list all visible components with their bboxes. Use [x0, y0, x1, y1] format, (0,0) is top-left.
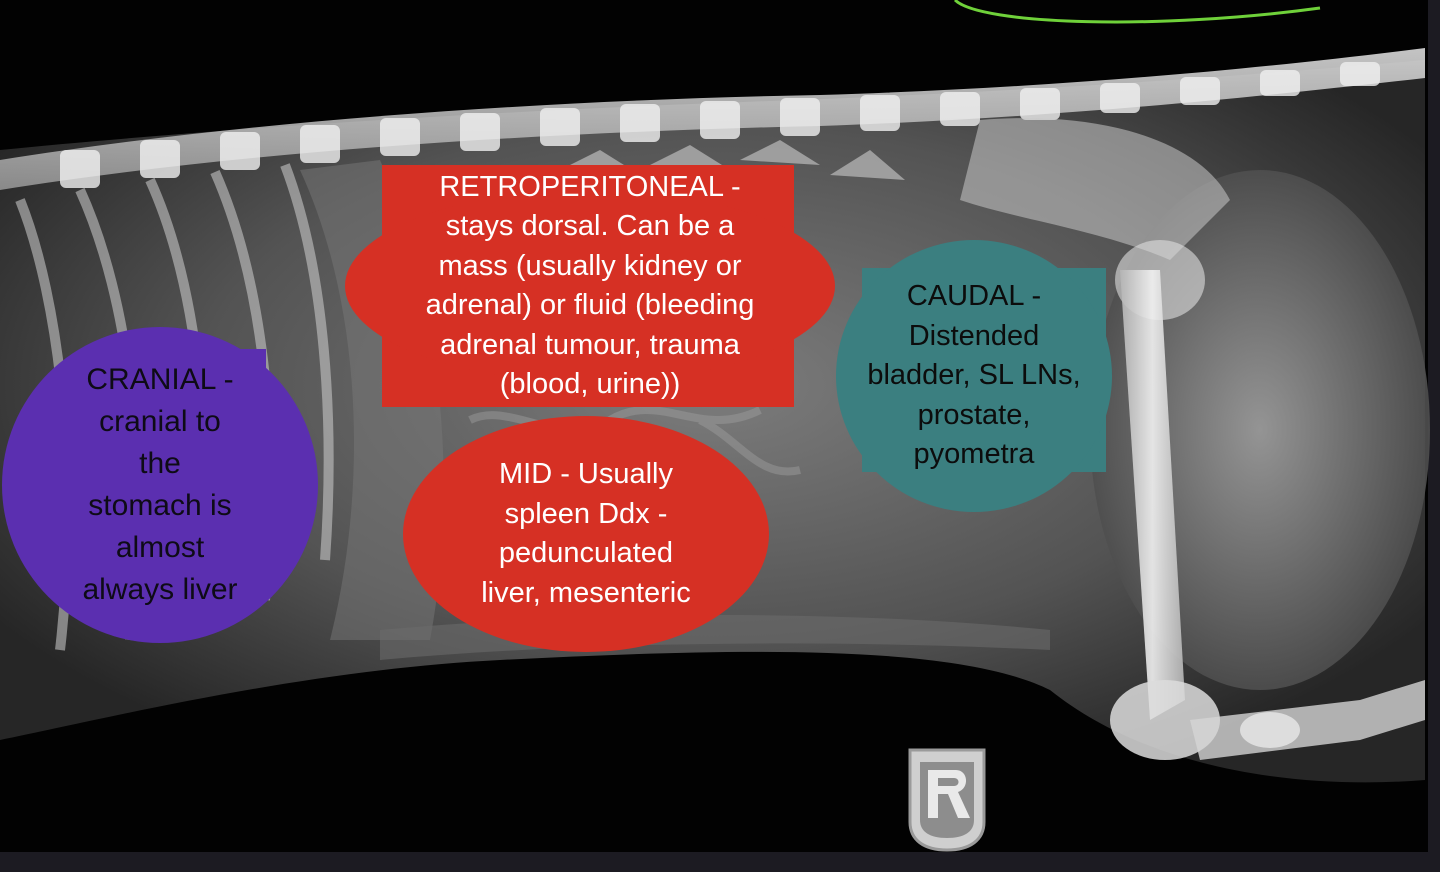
- retroperitoneal-line: (blood, urine)): [499, 368, 681, 400]
- mid-text: MID - Usually spleen Ddx - pedunculated …: [481, 455, 691, 613]
- caudal-text: CAUDAL - Distended bladder, SL LNs, pros…: [867, 277, 1080, 475]
- caudal-line: prostate,: [917, 398, 1031, 431]
- retroperitoneal-text: RETROPERITONEAL - stays dorsal. Can be a…: [426, 168, 755, 405]
- cranial-line: always liver: [82, 573, 238, 606]
- retroperitoneal-line: adrenal) or fluid (bleeding: [425, 289, 755, 321]
- cranial-text: CRANIAL - cranial to the stomach is almo…: [82, 359, 237, 611]
- cranial-line: almost: [115, 531, 205, 564]
- cranial-line: stomach is: [88, 489, 232, 522]
- mid-line: liver, mesenteric: [481, 576, 691, 609]
- retroperitoneal-line: adrenal tumour, trauma: [440, 328, 740, 361]
- cranial-line: the: [139, 447, 181, 480]
- cranial-shape: [2, 327, 318, 643]
- retroperitoneal-line: RETROPERITONEAL -: [439, 170, 741, 203]
- retroperitoneal-shape: [345, 165, 835, 407]
- annotation-stroke: [953, 0, 1321, 24]
- retroperitoneal-line: mass (usually kidney or: [438, 249, 742, 282]
- caudal-line: bladder, SL LNs,: [867, 359, 1081, 392]
- mid-line: MID - Usually: [498, 458, 673, 490]
- caudal-line: CAUDAL -: [906, 280, 1042, 313]
- r-marker-icon: [906, 748, 988, 852]
- caudal-label: CAUDAL - Distended bladder, SL LNs, pros…: [832, 240, 1116, 512]
- cranial-line: cranial to: [99, 405, 221, 438]
- mid-line: spleen Ddx -: [504, 497, 668, 530]
- caudal-shape: [836, 240, 1112, 512]
- caudal-line: Distended: [908, 319, 1040, 352]
- cranial-line: CRANIAL -: [86, 363, 234, 396]
- mid-shape: [403, 416, 769, 652]
- mid-label: MID - Usually spleen Ddx - pedunculated …: [403, 416, 769, 652]
- retroperitoneal-line: stays dorsal. Can be a: [445, 210, 735, 242]
- caudal-line: pyometra: [913, 438, 1035, 471]
- mid-line: pedunculated: [498, 537, 674, 569]
- retroperitoneal-label: RETROPERITONEAL - stays dorsal. Can be a…: [345, 165, 835, 407]
- cranial-label: CRANIAL - cranial to the stomach is almo…: [2, 327, 318, 643]
